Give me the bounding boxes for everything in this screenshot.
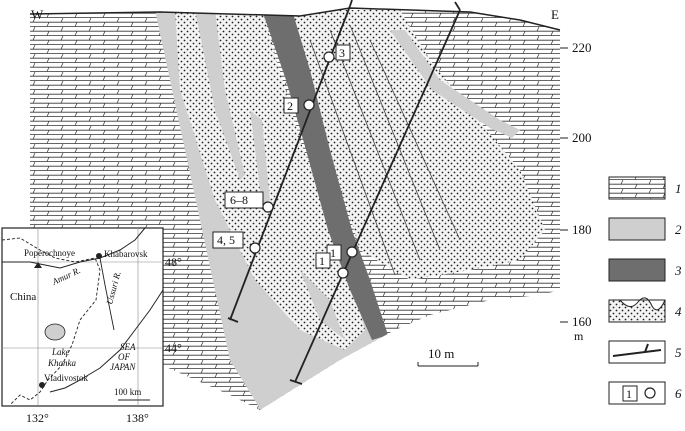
depth-axis: 220 200 180 160 m — [560, 40, 592, 343]
ussuri-river — [99, 257, 115, 331]
sample-label-2: 2 — [287, 99, 293, 113]
sample-label-3: 3 — [339, 46, 345, 60]
khabarovsk-marker — [96, 253, 102, 259]
west-label: W — [31, 7, 44, 22]
inset-map: Poperechnoye Khabarovsk China Amur R. Us… — [1, 227, 182, 425]
depth-unit: m — [574, 329, 584, 343]
sample-circle — [323, 51, 335, 63]
amur-river — [2, 227, 146, 269]
sample-box — [315, 252, 331, 269]
depth-tick-220: 220 — [572, 40, 592, 55]
inset-frame — [1, 227, 164, 407]
legend-swatch-6-box-text: 1 — [626, 387, 632, 401]
lake-khanka-shape — [44, 323, 66, 341]
legend-swatch-6: 1 — [608, 381, 666, 405]
sample-circle — [337, 267, 349, 279]
unit-2-tongue — [195, 10, 245, 180]
inset-scale-bar: 100 km — [114, 387, 150, 401]
sample-box — [212, 231, 244, 249]
sample-circle — [249, 242, 261, 254]
legend: 1 2 3 4 5 1 6 — [608, 176, 682, 405]
legend-num-5: 5 — [675, 345, 682, 360]
sample-box — [283, 97, 299, 114]
lat-48: 48° — [165, 255, 182, 269]
unit-2-tongue — [250, 110, 270, 205]
legend-num-3: 3 — [674, 263, 682, 278]
legend-swatch-3 — [608, 258, 666, 282]
legend-num-1: 1 — [675, 181, 682, 196]
sample-box — [224, 191, 264, 209]
sample-label-6-8: 6–8 — [230, 193, 248, 207]
sample-label-1b: 1 — [319, 254, 325, 268]
sample-box — [335, 44, 351, 61]
lon-132: 132° — [26, 411, 49, 425]
legend-num-6: 6 — [675, 386, 682, 401]
legend-num-4: 4 — [675, 304, 682, 319]
sample-markers: 3 2 6–8 4, 5 1 1 — [212, 44, 358, 279]
depth-tick-200: 200 — [572, 130, 592, 145]
poperechnoye-marker — [34, 262, 42, 268]
unit-2-dyke — [390, 30, 520, 138]
borehole-east — [294, 9, 461, 383]
vladivostok-marker — [39, 382, 45, 388]
inset-scale-label: 100 km — [114, 387, 141, 397]
depth-tick-180: 180 — [572, 222, 592, 237]
sample-circle — [262, 201, 274, 213]
legend-swatch-5 — [608, 340, 666, 364]
place-china: China — [10, 291, 36, 303]
section-body — [30, 8, 560, 410]
legend-num-2: 2 — [675, 222, 682, 237]
section-scale-bar: 10 m — [417, 346, 479, 367]
sample-label-4-5: 4, 5 — [217, 233, 235, 247]
depth-tick-160: 160 — [572, 314, 592, 329]
lat-44: 44° — [165, 341, 182, 355]
place-vladivostok: Vladivostok — [44, 373, 88, 383]
sample-circle — [346, 246, 358, 258]
sample-circle — [303, 99, 315, 111]
legend-swatch-1 — [608, 176, 666, 200]
legend-swatch-2 — [608, 217, 666, 241]
east-label: E — [551, 7, 559, 22]
sample-label-1a: 1 — [330, 246, 336, 260]
coastline — [49, 289, 164, 393]
place-poperechnoye: Poperechnoye — [24, 248, 75, 258]
legend-swatch-4 — [608, 297, 666, 323]
place-khabarovsk: Khabarovsk — [104, 249, 148, 259]
unit-3-band — [262, 10, 388, 340]
scale-label: 10 m — [428, 346, 454, 361]
border-line — [1, 237, 101, 406]
lon-138: 138° — [126, 411, 149, 425]
unit-2-tongue — [300, 270, 345, 340]
